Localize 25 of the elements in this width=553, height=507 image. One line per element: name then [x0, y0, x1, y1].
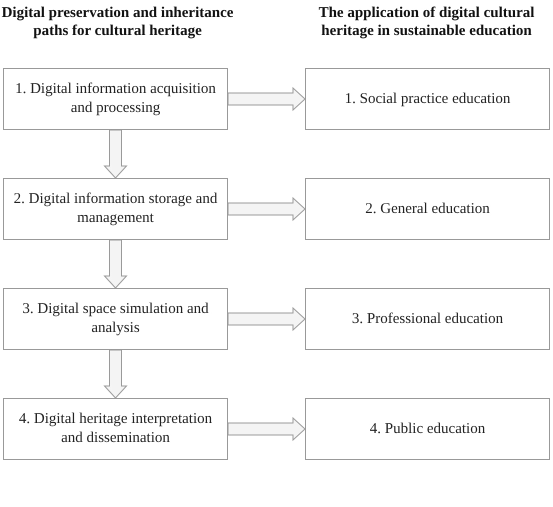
process-box: [305, 288, 550, 350]
box-text: 2. Digital information storage and management: [12, 190, 218, 228]
box-text: 1. Social practice education: [344, 90, 510, 108]
block-arrow: [228, 196, 306, 222]
block-arrow: [103, 350, 128, 399]
process-box: [305, 398, 550, 460]
box-text: 4. Public education: [370, 420, 486, 438]
block-arrow: [103, 240, 128, 289]
column-heading: The application of digital cultural heritage in sustainable education: [318, 4, 536, 40]
block-arrow: [228, 416, 306, 442]
box-text: 3. Digital space simulation and analysis: [21, 300, 210, 338]
box-text: 1. Digital information acquisition and processing: [14, 80, 217, 118]
process-box: [3, 178, 228, 240]
process-box: [3, 68, 228, 130]
box-text: 3. Professional education: [352, 310, 504, 328]
box-text: 2. General education: [365, 200, 490, 218]
box-text: 4. Digital heritage interpretation and dissemination: [18, 410, 214, 448]
block-arrow: [228, 306, 306, 332]
process-box: [305, 178, 550, 240]
column-heading: Digital preservation and inheritance paths for cultural heritage: [0, 4, 234, 40]
process-box: [3, 398, 228, 460]
process-box: [305, 68, 550, 130]
block-arrow: [103, 130, 128, 179]
block-arrow: [228, 86, 306, 112]
process-box: [3, 288, 228, 350]
